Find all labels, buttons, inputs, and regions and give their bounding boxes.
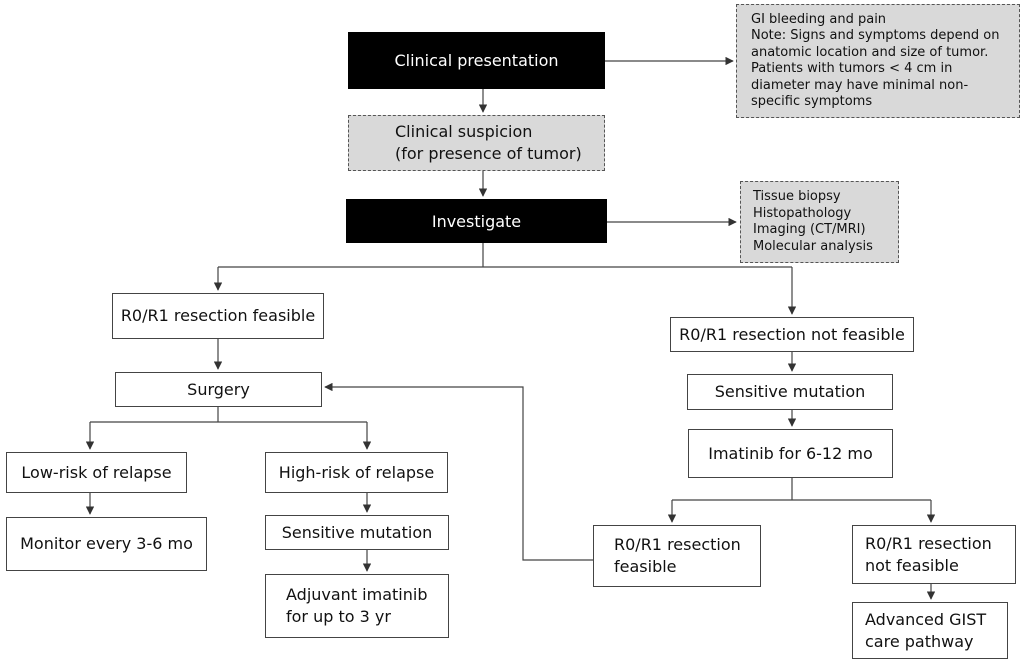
node-text: Clinical suspicion — [395, 122, 533, 141]
adjuvant-box: Adjuvant imatinib for up to 3 yr — [265, 574, 449, 638]
resection-not-feasible-2-box: R0/R1 resection not feasible — [852, 525, 1016, 584]
node-text: Adjuvant imatinib — [286, 585, 428, 604]
investigation-list-box: Tissue biopsy Histopathology Imaging (CT… — [740, 181, 899, 263]
resection-not-feasible-box: R0/R1 resection not feasible — [670, 317, 914, 352]
node-text: R0/R1 resection — [865, 533, 992, 553]
low-risk-box: Low-risk of relapse — [6, 452, 187, 493]
resection-feasible-2-box: R0/R1 resection feasible — [593, 525, 761, 587]
node-text: Sensitive mutation — [714, 382, 866, 401]
node-text: R0/R1 resection — [614, 535, 741, 554]
resection-feasible-box: R0/R1 resection feasible — [112, 293, 324, 339]
sensitive-mutation-right-box: Sensitive mutation — [687, 374, 893, 410]
investigate-box: Investigate — [346, 199, 607, 243]
surgery-box: Surgery — [115, 372, 322, 407]
advanced-gist-box: Advanced GIST care pathway — [852, 602, 1008, 659]
clinical-presentation-box: Clinical presentation — [348, 32, 605, 89]
node-text: Note: Signs and symptoms depend on — [751, 28, 1000, 43]
monitor-box: Monitor every 3-6 mo — [6, 517, 207, 571]
clinical-suspicion-box: Clinical suspicion (for presence of tumo… — [348, 115, 605, 171]
node-text: High-risk of relapse — [278, 462, 435, 482]
edge-investigate-split — [218, 243, 792, 268]
node-text: Surgery — [187, 379, 250, 399]
imatinib-6-12-box: Imatinib for 6-12 mo — [688, 429, 893, 478]
node-text: Sensitive mutation — [281, 522, 433, 542]
node-text: Histopathology — [753, 205, 852, 221]
node-text: specific symptoms — [751, 94, 873, 109]
node-text: Imatinib for 6-12 mo — [708, 443, 873, 463]
sensitive-mutation-left-box: Sensitive mutation — [265, 515, 449, 550]
node-text: Advanced GIST — [865, 609, 987, 629]
node-text: R0/R1 resection not feasible — [679, 324, 905, 344]
node-text: Molecular analysis — [753, 238, 873, 254]
node-text: Monitor every 3-6 mo — [20, 534, 193, 553]
node-text: R0/R1 resection feasible — [120, 306, 316, 325]
edge-surgery-split — [90, 407, 367, 423]
node-text: anatomic location and size of tumor. — [751, 44, 989, 60]
node-text: Investigate — [431, 211, 522, 231]
node-text: Patients with tumors < 4 cm in — [751, 61, 953, 76]
node-text: (for presence of tumor) — [395, 144, 582, 163]
high-risk-box: High-risk of relapse — [265, 452, 448, 493]
edge-imatinib-split — [672, 478, 931, 501]
node-text: Low-risk of relapse — [21, 462, 172, 482]
node-text: diameter may have minimal non- — [751, 77, 969, 93]
node-text: Tissue biopsy — [753, 189, 841, 204]
node-text: Clinical presentation — [394, 51, 559, 70]
node-text: for up to 3 yr — [286, 607, 391, 626]
node-text: care pathway — [865, 631, 974, 651]
note-box: GI bleeding and pain Note: Signs and sym… — [736, 4, 1020, 118]
node-text: feasible — [614, 557, 677, 576]
node-text: Imaging (CT/MRI) — [753, 222, 866, 237]
node-text: not feasible — [865, 555, 959, 575]
node-text: GI bleeding and pain — [751, 11, 887, 27]
